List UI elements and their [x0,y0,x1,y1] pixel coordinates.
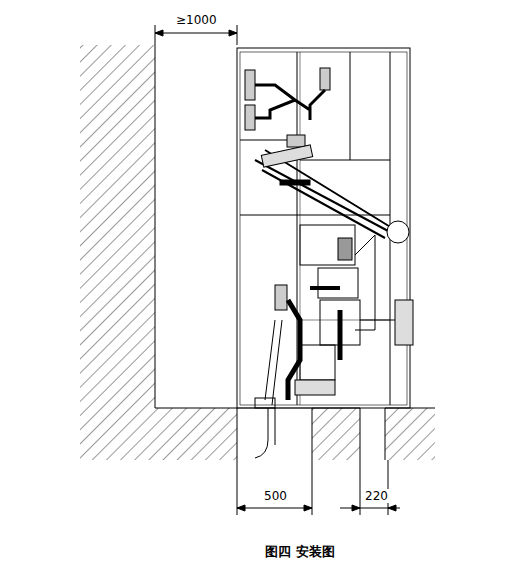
dimension-label: 220 [363,489,390,503]
figure-caption: 图四 安装图 [263,545,337,559]
dimension-label: 500 [262,489,289,503]
dimension-label: ≥1000 [174,13,219,27]
